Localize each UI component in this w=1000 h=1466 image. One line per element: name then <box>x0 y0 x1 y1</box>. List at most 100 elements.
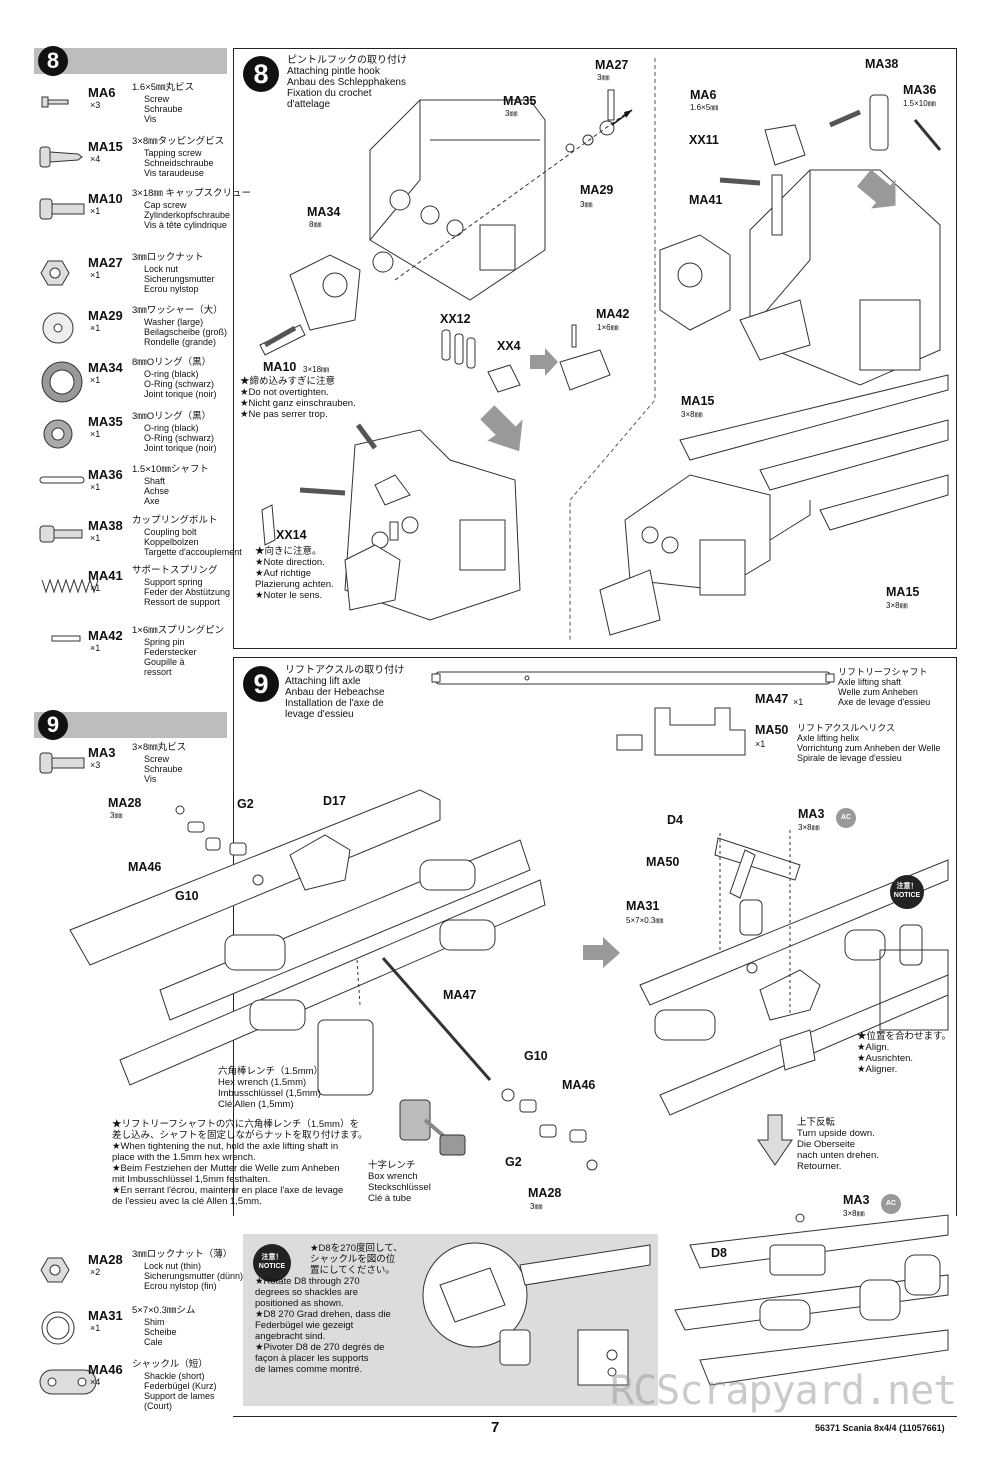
part-code: MA15 <box>88 139 123 154</box>
part-description-line: Joint torique (noir) <box>144 389 217 399</box>
part-description-line: Ecrou nylstop <box>144 284 199 294</box>
part-description-line: Tapping screw <box>144 148 202 158</box>
nut-icon <box>38 257 86 297</box>
label-ma10-size: 3×18㎜ <box>303 365 330 374</box>
part-description-line: Koppelbolzen <box>144 537 199 547</box>
label-g2-lower: G2 <box>505 1155 522 1169</box>
step8-title: ピントルフックの取り付け Attaching pintle hook Anbau… <box>287 55 407 110</box>
label-ma35-size: 3㎜ <box>505 109 518 118</box>
oring-large-icon <box>38 361 86 403</box>
part-spec: 3㎜ワッシャー（大） <box>132 305 223 316</box>
part-spec: 1×6㎜スプリングピン <box>132 625 225 636</box>
part-description-line: Vis taraudeuse <box>144 168 204 178</box>
label-ma15-bottom-size: 3×8㎜ <box>886 601 908 610</box>
label-ma29-size: 3㎜ <box>580 200 593 209</box>
ma47-description: リフトリーフシャフト Axle lifting shaft Welle zum … <box>838 667 931 707</box>
part-description-line: Feder der Abstützung <box>144 587 231 597</box>
step9-badge: 9 <box>38 710 68 740</box>
label-ma28-size: 3㎜ <box>110 811 123 820</box>
part-qty: ×1 <box>90 206 101 216</box>
part-qty: ×1 <box>90 375 101 385</box>
label-ma35: MA35 <box>503 94 537 108</box>
part-qty: ×1 <box>90 533 101 543</box>
note-direction: ★向きに注意。 ★Note direction. ★Auf richtige P… <box>255 546 334 601</box>
label-ma41: MA41 <box>689 193 723 207</box>
label-ma31: MA31 <box>626 899 660 913</box>
part-code: MA38 <box>88 518 123 533</box>
label-ma36: MA36 <box>903 83 937 97</box>
part-description-line: Screw <box>144 94 170 104</box>
notice-badge-align: 注意！ NOTICE <box>890 875 924 909</box>
label-ma36-size: 1.5×10㎜ <box>903 99 936 108</box>
part-qty: ×1 <box>90 482 101 492</box>
part-description-line: Sicherungsmutter <box>144 274 215 284</box>
part-qty: ×2 <box>90 1267 101 1277</box>
spring-pin-icon <box>38 630 86 670</box>
part-code: MA6 <box>88 85 116 100</box>
label-ma42-size: 1×6㎜ <box>597 323 619 332</box>
step8-panel-badge: 8 <box>243 56 279 92</box>
part-description-line: Cale <box>144 1337 163 1347</box>
part-description-line: Joint torique (noir) <box>144 443 217 453</box>
label-ma6-size: 1.6×5㎜ <box>690 103 719 112</box>
label-ma50-qty: ×1 <box>755 739 766 749</box>
part-description-line: Goupille à <box>144 657 185 667</box>
note-align: ★位置を合わせます。 ★Align. ★Ausrichten. ★Aligner… <box>857 1031 952 1075</box>
watermark: RCScrapyard.net <box>610 1368 957 1414</box>
label-xx14: XX14 <box>276 528 307 542</box>
label-d17: D17 <box>323 794 346 808</box>
ma50-description: リフトアクスルヘリクス Axle lifting helix Vorrichtu… <box>797 723 941 763</box>
label-ma6: MA6 <box>690 88 717 102</box>
part-spec: 8㎜Oリング（黒） <box>132 357 212 368</box>
oring-small-icon <box>38 416 86 456</box>
part-code: MA35 <box>88 414 123 429</box>
label-xx11: XX11 <box>689 133 719 147</box>
part-description-line: Rondelle (grande) <box>144 337 217 347</box>
label-ma27: MA27 <box>595 58 629 72</box>
part-description-line: Beilagscheibe (groß) <box>144 327 228 337</box>
part-description-line: Coupling bolt <box>144 527 197 537</box>
label-ma3-lower-size: 3×8㎜ <box>843 1209 865 1218</box>
part-description-line: Schraube <box>144 764 183 774</box>
note-do-not-overtighten: ★締め込みすぎに注意 ★Do not overtighten. ★Nicht g… <box>240 376 356 420</box>
part-qty: ×1 <box>90 270 101 280</box>
part-spec: カップリングボルト <box>132 515 218 526</box>
label-ma15-bottom: MA15 <box>886 585 920 599</box>
label-ma38: MA38 <box>865 57 899 71</box>
part-description-line: Shim <box>144 1317 165 1327</box>
part-description-line: O-Ring (schwarz) <box>144 433 215 443</box>
label-ma47: MA47 <box>443 988 477 1002</box>
part-description-line: Vis à tête cylindrique <box>144 220 227 230</box>
label-g10-lower: G10 <box>524 1049 548 1063</box>
part-description-line: Federstecker <box>144 647 197 657</box>
label-g2: G2 <box>237 797 254 811</box>
part-spec: シャックル（短） <box>132 1359 208 1370</box>
cap-screw-icon <box>38 193 86 233</box>
label-ma3: MA3 <box>798 807 825 821</box>
part-code: MA46 <box>88 1362 123 1377</box>
spring-icon <box>38 570 99 610</box>
label-xx4: XX4 <box>497 339 521 353</box>
part-code: MA36 <box>88 467 123 482</box>
label-ma47-qty: ×1 <box>793 697 804 707</box>
part-qty: ×1 <box>90 323 101 333</box>
part-qty: ×1 <box>90 429 101 439</box>
label-ma27-size: 3㎜ <box>597 73 610 82</box>
part-qty: ×1 <box>90 1323 101 1333</box>
ac-badge-top: AC <box>836 808 856 828</box>
label-ma50-code: MA50 <box>755 723 789 737</box>
label-d8: D8 <box>711 1246 727 1260</box>
part-description-line: ressort <box>144 667 172 677</box>
washer-icon <box>38 310 86 350</box>
tapping-screw-icon <box>38 141 86 181</box>
part-description-line: Schraube <box>144 104 183 114</box>
label-ma28-lower-size: 3㎜ <box>530 1202 543 1211</box>
label-ma15-top-size: 3×8㎜ <box>681 410 703 419</box>
label-ma46-lower: MA46 <box>562 1078 596 1092</box>
label-ma15-top: MA15 <box>681 394 715 408</box>
part-spec: 5×7×0.3㎜シム <box>132 1305 196 1316</box>
part-spec: 3㎜ロックナット <box>132 252 204 263</box>
part-qty: ×3 <box>90 760 101 770</box>
part-qty: ×1 <box>90 643 101 653</box>
